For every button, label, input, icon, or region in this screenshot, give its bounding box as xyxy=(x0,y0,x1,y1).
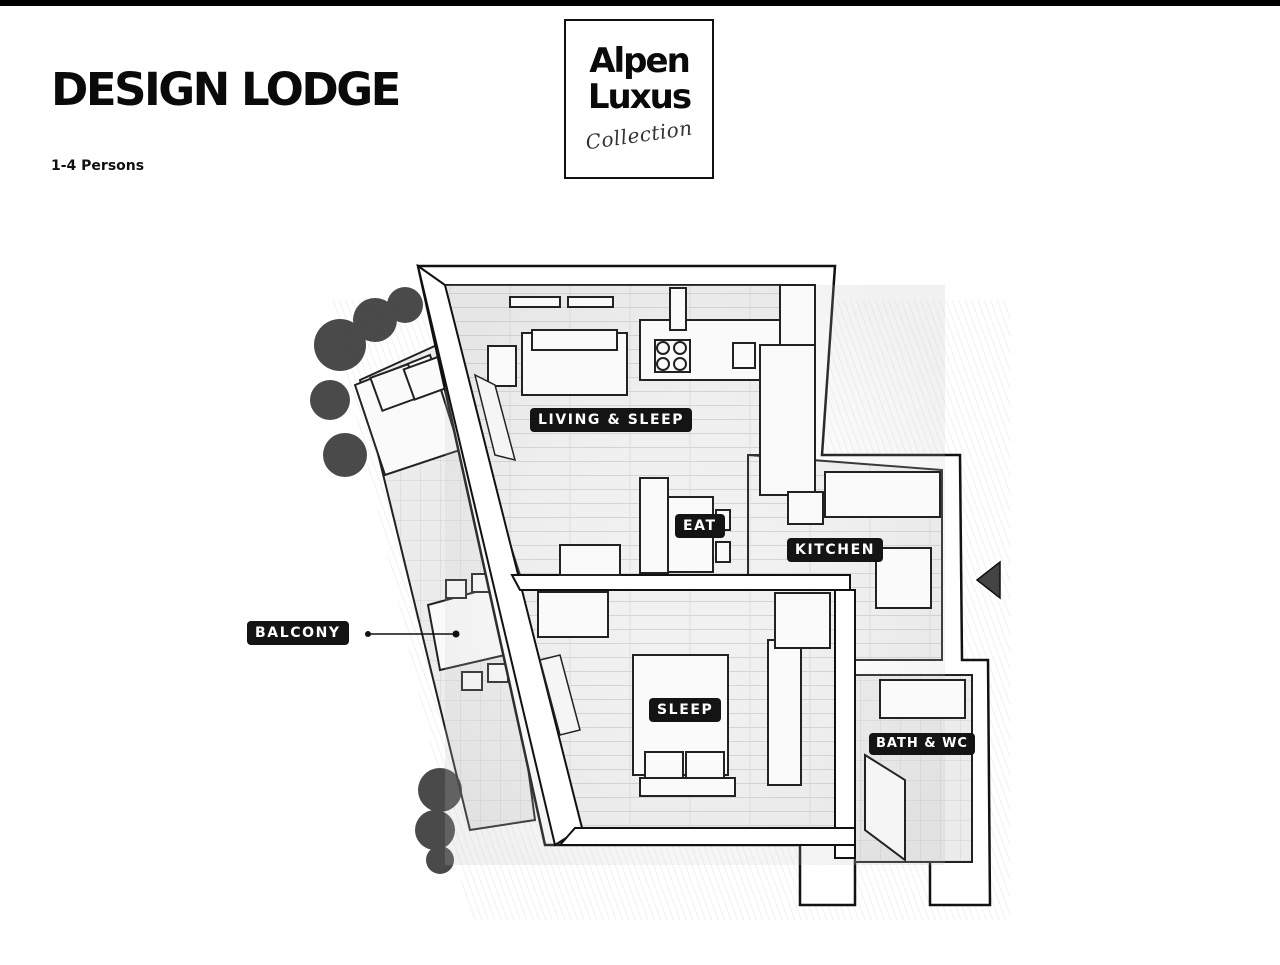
entrance-arrow-icon xyxy=(975,560,1001,600)
logo-word-alpen: Alpen xyxy=(589,41,691,81)
room-label-sleep: SLEEP xyxy=(649,698,722,722)
page-title: DESIGN LODGE xyxy=(51,63,401,116)
room-label-bath-wc: BATH & WC xyxy=(869,733,975,755)
logo-script-collection: Collection xyxy=(584,115,694,155)
floor-plan-illustration: LIVING & SLEEP EAT KITCHEN BALCONY SLEEP… xyxy=(0,195,1280,960)
room-label-eat: EAT xyxy=(675,514,725,538)
logo-word-luxus: Luxus xyxy=(587,77,692,117)
room-label-balcony: BALCONY xyxy=(247,621,349,645)
top-border-bar xyxy=(0,0,1280,6)
room-label-living-sleep: LIVING & SLEEP xyxy=(530,408,693,432)
room-label-kitchen: KITCHEN xyxy=(787,538,884,562)
capacity-text: 1-4 Persons xyxy=(51,158,145,174)
floor-plan-drawing xyxy=(310,263,1010,920)
brand-logo: Alpen Luxus Collection xyxy=(564,19,714,179)
